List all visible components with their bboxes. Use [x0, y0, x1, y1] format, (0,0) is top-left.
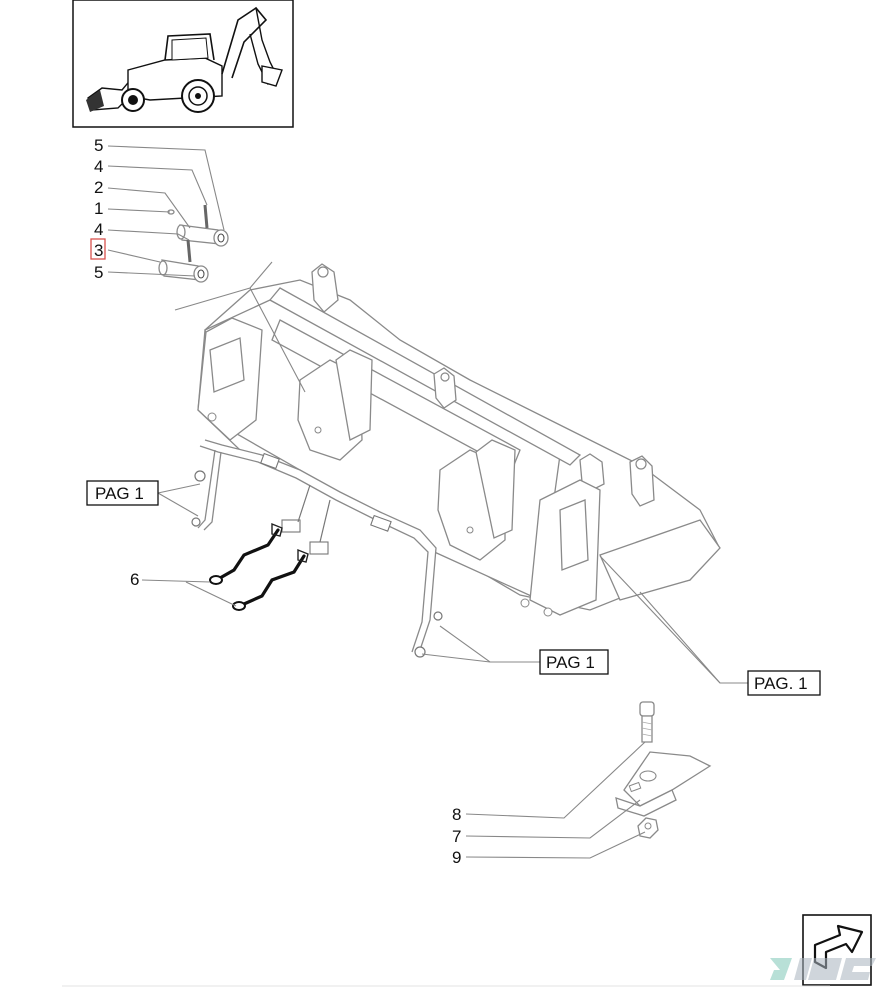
pin-to-bucket-leader — [174, 261, 306, 393]
page-ref-right[interactable]: PAG. 1 — [747, 670, 821, 696]
callout-5-top: 5 — [94, 136, 103, 155]
callout-8: 8 — [452, 805, 461, 824]
page-ref-middle-label: PAG 1 — [546, 653, 595, 672]
callout-1: 1 — [94, 199, 103, 218]
tdc-logo-icon — [770, 958, 876, 980]
callout-6: 6 — [130, 570, 139, 589]
page-ref-middle[interactable]: PAG 1 — [539, 649, 609, 675]
hydraulic-pipes — [191, 439, 443, 658]
hoses — [209, 522, 309, 611]
bucket — [197, 263, 721, 617]
callout-labels: 5 4 2 1 4 3 5 6 8 7 9 — [90, 136, 461, 867]
page-ref-right-label: PAG. 1 — [754, 674, 808, 693]
callout-3-highlight — [90, 238, 106, 260]
callout-2: 2 — [94, 178, 103, 197]
pin-leaders — [107, 145, 225, 277]
pin-assembly — [158, 204, 229, 283]
callout-4-bottom: 4 — [94, 220, 103, 239]
page-ref-leaders — [141, 483, 748, 684]
tooth-leaders — [465, 741, 646, 859]
callout-7: 7 — [452, 827, 461, 846]
callout-3: 3 — [94, 241, 103, 260]
machine-thumbnail — [72, 0, 294, 128]
page-ref-left-label: PAG 1 — [95, 484, 144, 503]
page-ref-left[interactable]: PAG 1 — [86, 480, 159, 506]
callout-9: 9 — [452, 848, 461, 867]
callout-4-top: 4 — [94, 157, 103, 176]
callout-5-bottom: 5 — [94, 263, 103, 282]
tooth-assembly — [615, 701, 712, 839]
